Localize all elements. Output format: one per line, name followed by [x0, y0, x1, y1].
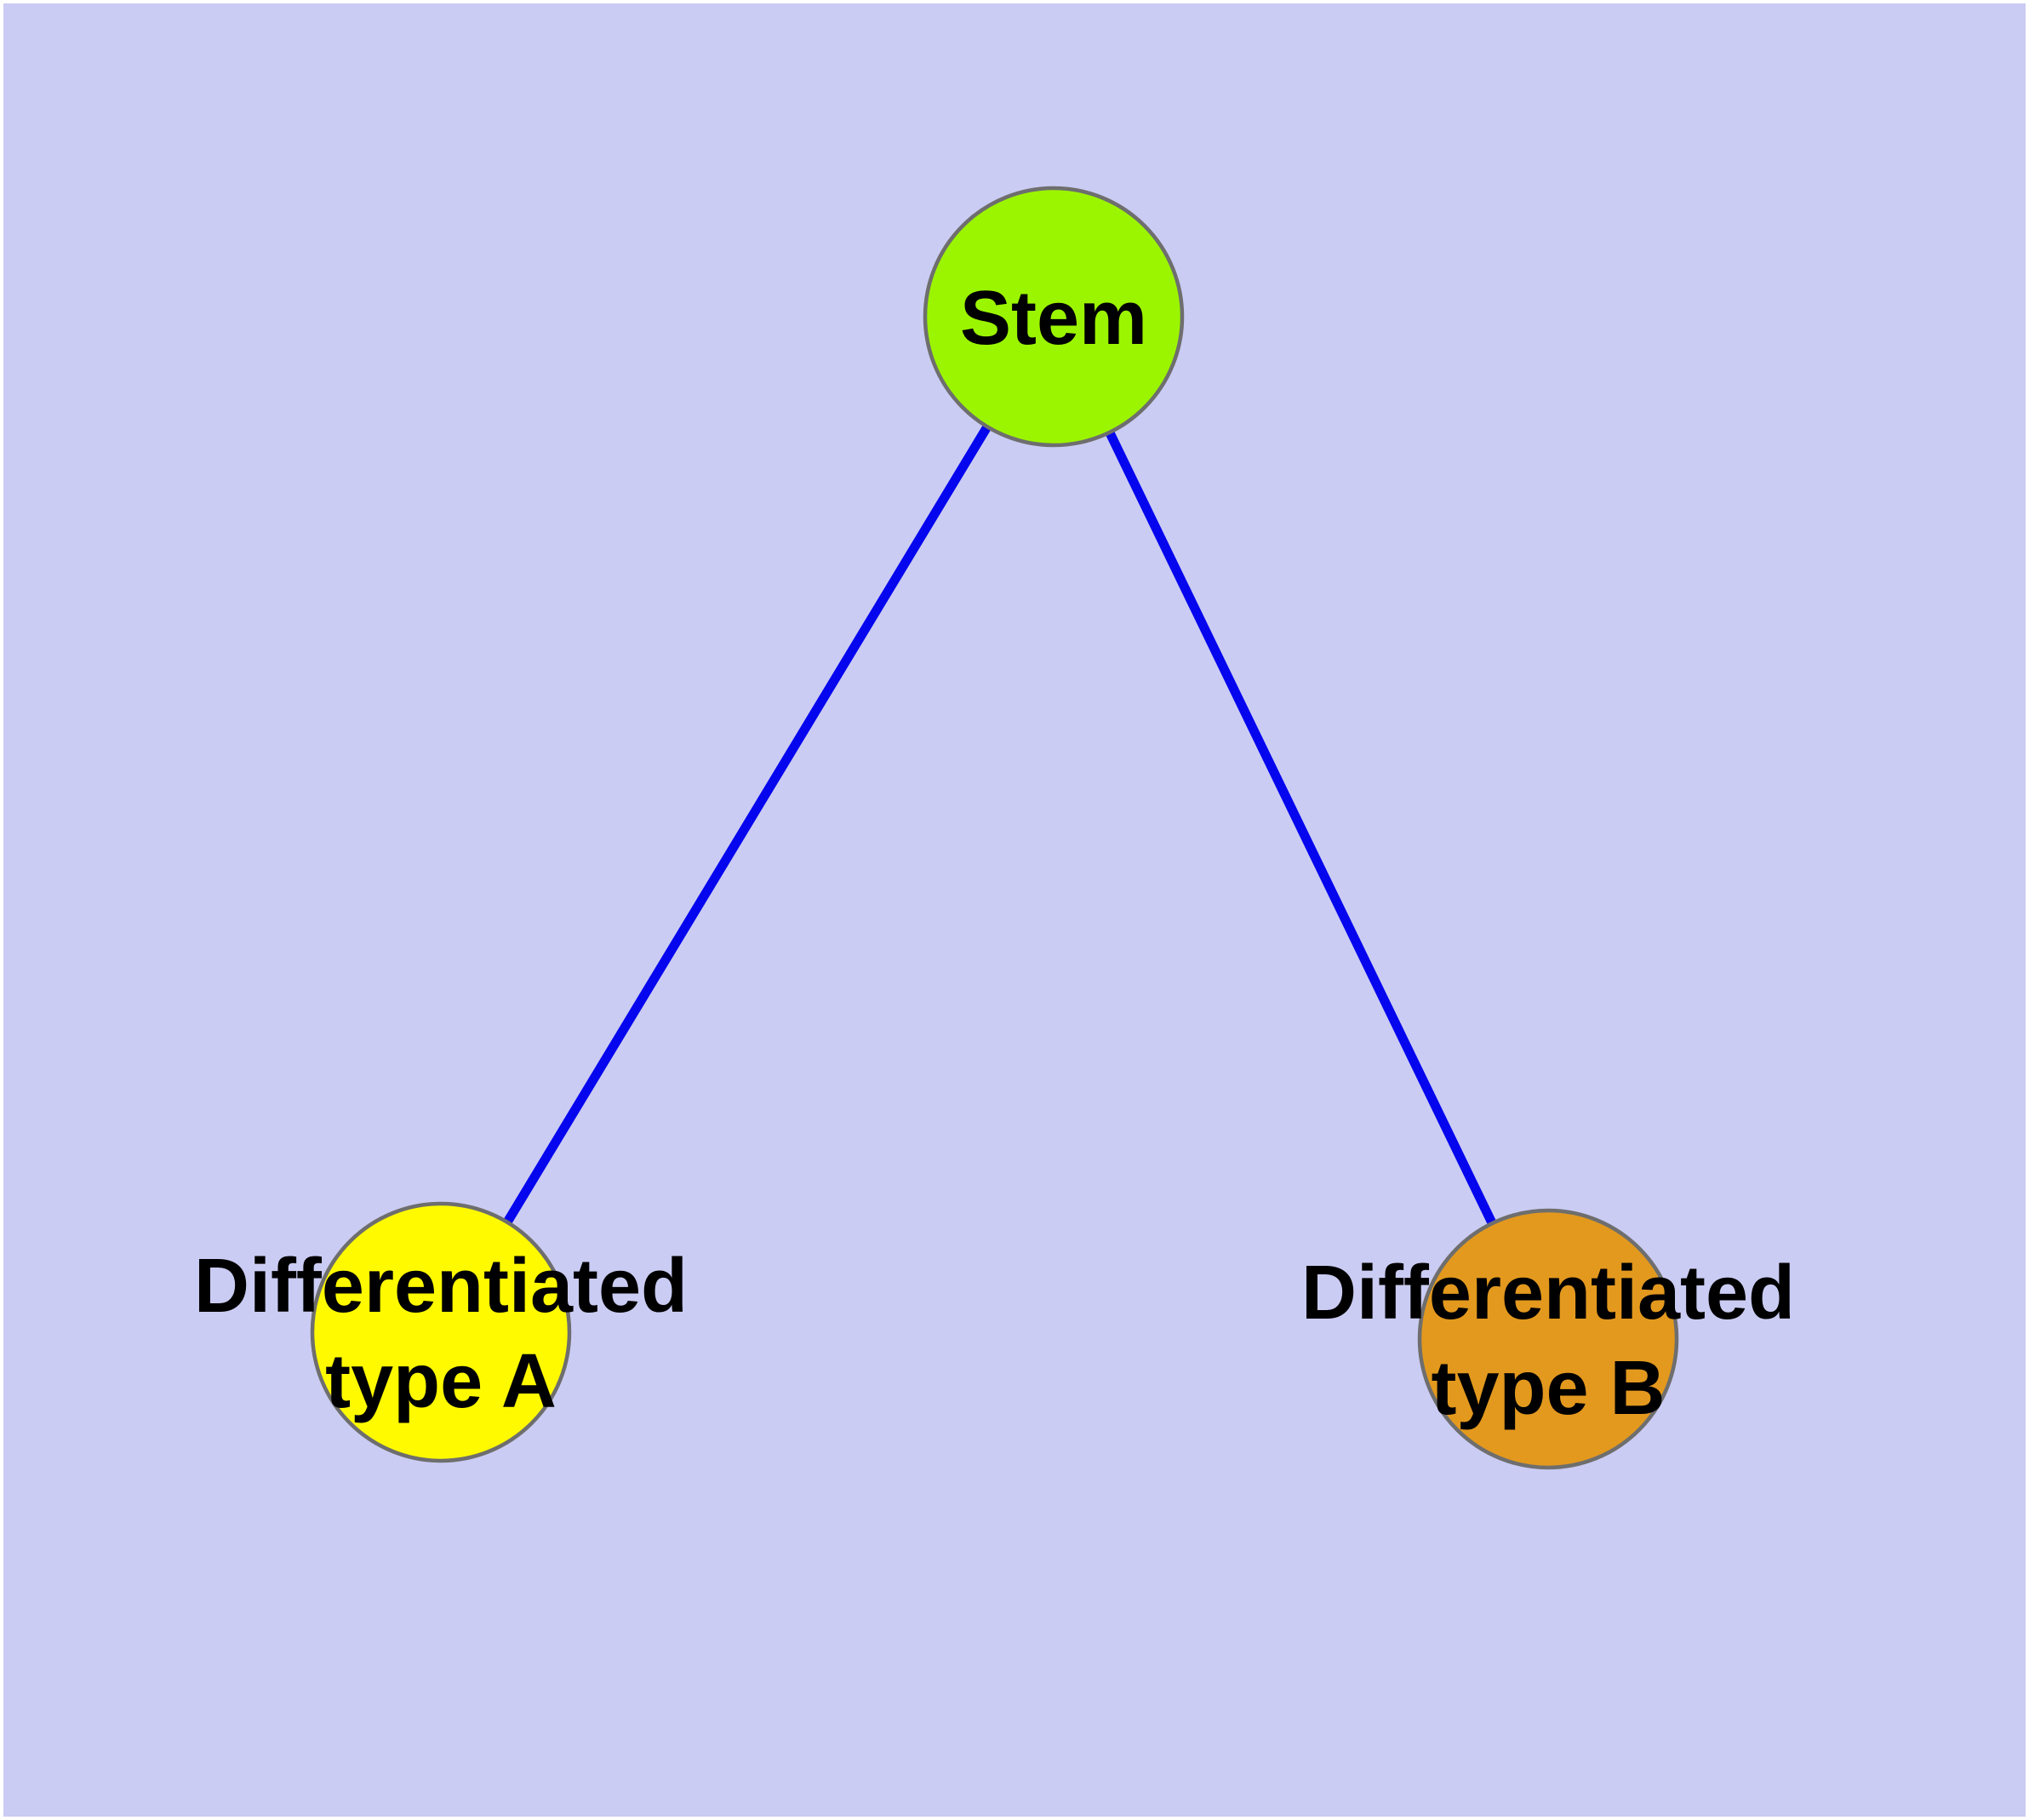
node-differentiated-type-a-label-line-2: type A [325, 1339, 557, 1424]
edge-stem-to-differentiated-type-b [1049, 314, 1552, 1342]
node-differentiated-type-a-label-line-1: Differentiated [194, 1244, 688, 1329]
node-differentiated-type-a-circle [310, 1201, 572, 1463]
node-stem-label-line-1: Stem [960, 276, 1147, 361]
node-stem-circle [923, 186, 1185, 448]
edge-stem-to-differentiated-type-a [437, 314, 1058, 1335]
node-differentiated-type-b-circle [1417, 1208, 1679, 1470]
node-differentiated-type-b-label-line-1: Differentiated [1301, 1251, 1795, 1336]
node-differentiated-type-b-label-line-2: type B [1431, 1346, 1665, 1431]
